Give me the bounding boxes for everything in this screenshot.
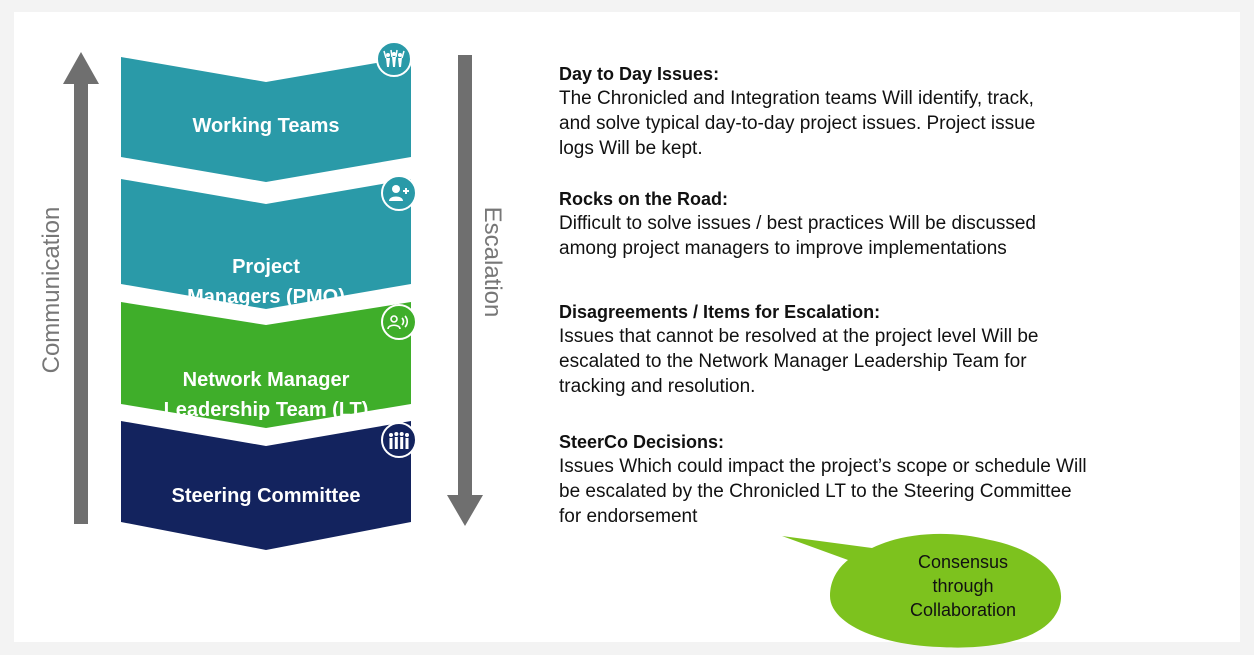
section-day-to-day: Day to Day Issues: The Chronicled and In… [559, 62, 1179, 161]
consensus-callout-text: Consensus through Collaboration [909, 552, 1017, 620]
section-heading: SteerCo Decisions: [559, 432, 725, 452]
section-body: Difficult to solve issues / best practic… [559, 213, 1036, 259]
escalation-arrow-head [447, 495, 483, 526]
section-escalation-items: Disagreements / Items for Escalation: Is… [559, 300, 1179, 399]
tier-label-steering-committee: Steering Committee [171, 485, 361, 507]
section-heading: Disagreements / Items for Escalation: [559, 302, 881, 322]
communication-arrow [63, 52, 99, 524]
tier-label-network-manager-lt-text: Network Manager Leadership Team (LT) [163, 369, 369, 421]
tier-chevron-network-manager-lt [121, 302, 411, 428]
communication-arrow-shaft [74, 80, 88, 524]
tier-chevron-steering-committee [121, 421, 411, 550]
speaker-person-icon-glyph [387, 315, 409, 330]
section-heading: Rocks on the Road: [559, 189, 729, 209]
section-body: The Chronicled and Integration teams Wil… [559, 88, 1036, 159]
tier-label-project-managers-text: Project Managers (PMO) [187, 256, 345, 308]
add-user-icon-glyph [389, 185, 409, 201]
consensus-callout-bubble [782, 533, 1062, 648]
group-people-icon-glyph [389, 432, 409, 449]
tier-label-project-managers: Project Managers (PMO) [121, 222, 411, 312]
speaker-person-icon [381, 304, 417, 340]
communication-label: Communication [38, 206, 65, 374]
team-celebrate-icon-glyph [383, 49, 405, 67]
section-steerco-decisions: SteerCo Decisions: Issues Which could im… [559, 430, 1179, 529]
tier-label-working-teams: Working Teams [192, 115, 340, 137]
section-body: Issues Which could impact the project’s … [559, 456, 1087, 527]
tier-chevron-project-managers [121, 179, 411, 309]
group-people-icon [381, 422, 417, 458]
section-body: Issues that cannot be resolved at the pr… [559, 326, 1039, 397]
section-rocks-on-road: Rocks on the Road: Difficult to solve is… [559, 187, 1179, 261]
add-user-icon [381, 175, 417, 211]
team-celebrate-icon [376, 41, 412, 77]
escalation-arrow-shaft [458, 55, 472, 499]
tier-chevron-working-teams [121, 57, 411, 182]
tier-label-network-manager-lt: Network Manager Leadership Team (LT) [121, 335, 411, 425]
section-heading: Day to Day Issues: [559, 64, 720, 84]
escalation-label: Escalation [479, 206, 506, 318]
communication-arrow-head [63, 52, 99, 84]
escalation-arrow [447, 55, 483, 526]
